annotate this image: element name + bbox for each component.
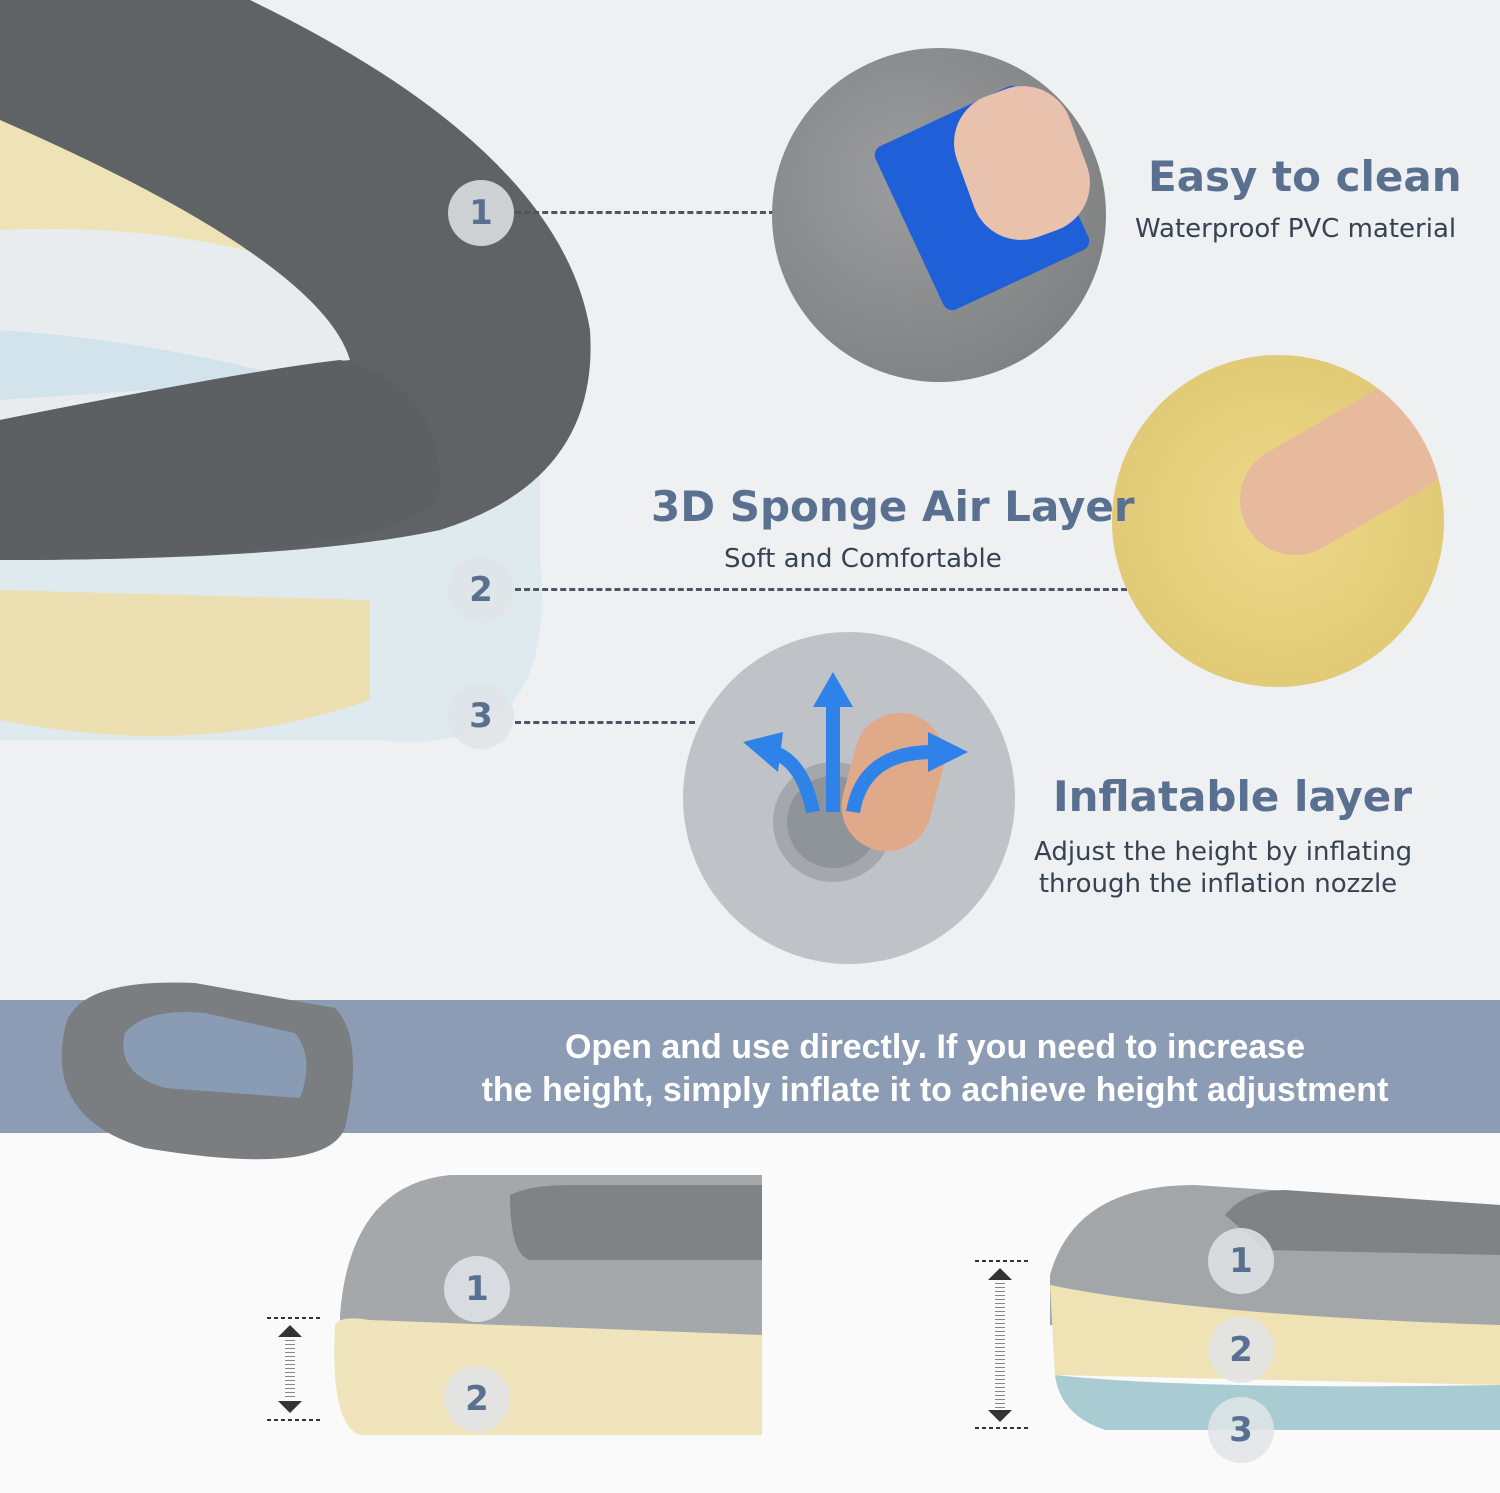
badge-3: 3 <box>448 683 514 749</box>
finger-icon <box>1219 364 1444 576</box>
banner-text: Open and use directly. If you need to in… <box>380 1026 1490 1112</box>
feature-3-subtitle-line2: through the inflation nozzle <box>1038 869 1398 899</box>
feature-2-title: 3D Sponge Air Layer <box>651 482 1135 531</box>
feature-3-title: Inflatable layer <box>1053 772 1413 821</box>
right-badge-2: 2 <box>1208 1317 1274 1383</box>
inflation-nozzle-image <box>683 632 1015 964</box>
banner-line-1: Open and use directly. If you need to in… <box>564 1028 1305 1066</box>
banner-line-2: the height, simply inflate it to achieve… <box>481 1071 1389 1109</box>
connector-line-3 <box>515 721 695 724</box>
airflow-arrows-icon <box>743 672 968 814</box>
right-badge-3: 3 <box>1208 1397 1274 1463</box>
feature-1-title: Easy to clean <box>1148 152 1462 201</box>
feature-3-subtitle-line1: Adjust the height by inflating <box>1034 837 1413 867</box>
sponge-image <box>1112 355 1444 687</box>
right-badge-1: 1 <box>1208 1228 1274 1294</box>
feature-1-subtitle: Waterproof PVC material <box>1135 214 1457 244</box>
pvc-cleaning-image <box>772 48 1106 382</box>
height-indicator-low <box>267 1317 322 1421</box>
connector-line-2 <box>515 588 1127 591</box>
height-indicator-high <box>975 1260 1030 1429</box>
feature-2-subtitle: Soft and Comfortable <box>724 544 1002 574</box>
left-badge-1: 1 <box>444 1256 510 1322</box>
cushion-cutaway-illustration <box>0 0 591 742</box>
cushion-uninflated-image <box>334 1175 762 1435</box>
feature-3-subtitle: Adjust the height by inflating through t… <box>1034 836 1413 900</box>
cushion-product-thumbnail <box>61 982 353 1160</box>
badge-1: 1 <box>448 180 514 246</box>
connector-line-1 <box>515 211 775 214</box>
cushion-inflated-image <box>1050 1185 1500 1430</box>
badge-2: 2 <box>448 557 514 623</box>
left-badge-2: 2 <box>444 1366 510 1432</box>
